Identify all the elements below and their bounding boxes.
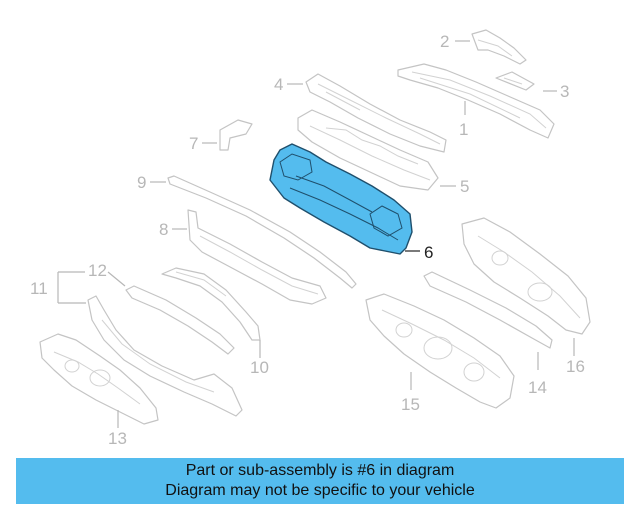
part-12-brace[interactable] — [125, 285, 235, 355]
part-4-cowl-inner[interactable] — [305, 73, 447, 153]
leader-lines — [57, 40, 575, 428]
part-6-highlighted-panel[interactable] — [269, 143, 413, 255]
part-3-clip[interactable] — [495, 71, 535, 91]
disclaimer-banner: Part or sub-assembly is #6 in diagram Di… — [16, 458, 624, 504]
part-2-bracket[interactable] — [471, 29, 527, 65]
part-13-side-panel[interactable] — [39, 333, 159, 425]
callout-12: 12 — [88, 261, 107, 280]
callout-2: 2 — [440, 32, 449, 51]
part-11-side-member[interactable] — [87, 295, 243, 417]
callout-9: 9 — [137, 173, 146, 192]
callout-16: 16 — [566, 357, 585, 376]
banner-line-1: Part or sub-assembly is #6 in diagram — [185, 462, 455, 479]
callout-15: 15 — [401, 395, 420, 414]
callout-13: 13 — [108, 429, 127, 448]
callout-3: 3 — [560, 82, 569, 101]
callout-4: 4 — [274, 75, 283, 94]
callout-1: 1 — [459, 120, 468, 139]
callout-6: 6 — [424, 243, 433, 262]
part-1-cowl-top-panel[interactable] — [397, 63, 555, 139]
part-16-dash-panel[interactable] — [461, 217, 591, 335]
part-15-bulkhead[interactable] — [365, 293, 515, 409]
callout-8: 8 — [159, 220, 168, 239]
callout-14: 14 — [528, 378, 547, 397]
part-5-lower-cowl-panel[interactable] — [297, 109, 439, 191]
callout-5: 5 — [460, 177, 469, 196]
callout-10: 10 — [250, 358, 269, 377]
part-7-bracket[interactable] — [219, 119, 253, 151]
part-14-lower-bar[interactable] — [423, 271, 553, 349]
part-8-channel[interactable] — [187, 209, 327, 305]
callout-7: 7 — [189, 134, 198, 153]
callout-11: 11 — [30, 279, 48, 298]
banner-line-2: Diagram may not be specific to your vehi… — [165, 482, 475, 499]
part-9-rod[interactable] — [167, 175, 357, 289]
callout-labels: 1 2 3 4 5 6 7 8 9 10 11 12 13 14 15 16 — [30, 32, 585, 448]
